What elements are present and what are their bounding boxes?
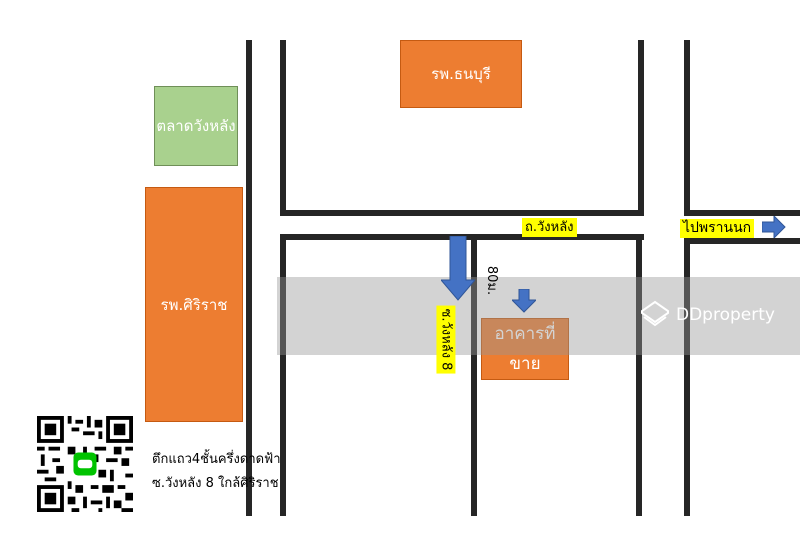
distance-label: 80ม. xyxy=(484,265,500,296)
siriraj-hospital-block: รพ.ศิริราช xyxy=(145,187,243,422)
caption-line-1: ตึกแถว4ชั้นครึ่งดาดฟ้า xyxy=(152,452,281,467)
road-far-left-vertical xyxy=(246,40,252,516)
talad-wang-lang-block: ตลาดวังหลัง xyxy=(154,86,238,166)
to-prannok-label: ไปพรานนก xyxy=(680,219,755,238)
watermark: DDproperty xyxy=(640,300,775,330)
ddproperty-logo-icon xyxy=(641,300,669,327)
qr-code-icon xyxy=(37,416,133,512)
road-far-right-horizontal-top xyxy=(684,210,800,216)
road-far-right-vertical-bottom xyxy=(684,238,690,516)
arrow-down-large-icon xyxy=(441,236,475,301)
road-left-vertical xyxy=(280,40,286,214)
property-label: อาคารที่ขาย xyxy=(494,324,556,374)
road-right-lower-vertical xyxy=(636,234,642,516)
talad-wang-lang-label: ตลาดวังหลัง xyxy=(156,117,236,135)
thonburi-hospital-block: รพ.ธนบุรี xyxy=(400,40,522,108)
watermark-brand: DDproperty xyxy=(676,305,775,325)
siriraj-hospital-label: รพ.ศิริราช xyxy=(160,295,228,314)
arrow-right-icon xyxy=(762,216,786,238)
soi-wang-lang-8-label: ซ.วังหลัง 8 xyxy=(436,305,456,374)
arrow-down-small-icon xyxy=(512,289,536,313)
thonburi-hospital-label: รพ.ธนบุรี xyxy=(431,65,491,83)
road-far-right-vertical-top xyxy=(684,40,690,216)
watermark-band xyxy=(277,277,800,355)
road-top-right-vertical xyxy=(638,40,644,216)
property-block: อาคารที่ขาย xyxy=(481,318,569,380)
road-soi-vertical xyxy=(471,234,477,516)
wang-lang-road-label: ถ.วังหลัง xyxy=(522,218,577,237)
road-far-right-horizontal-bottom xyxy=(684,238,800,244)
road-top-horizontal xyxy=(280,210,644,216)
caption-line-2: ซ.วังหลัง 8 ใกล้ศิริราช xyxy=(152,476,279,491)
road-left-lower-vertical xyxy=(280,234,286,516)
